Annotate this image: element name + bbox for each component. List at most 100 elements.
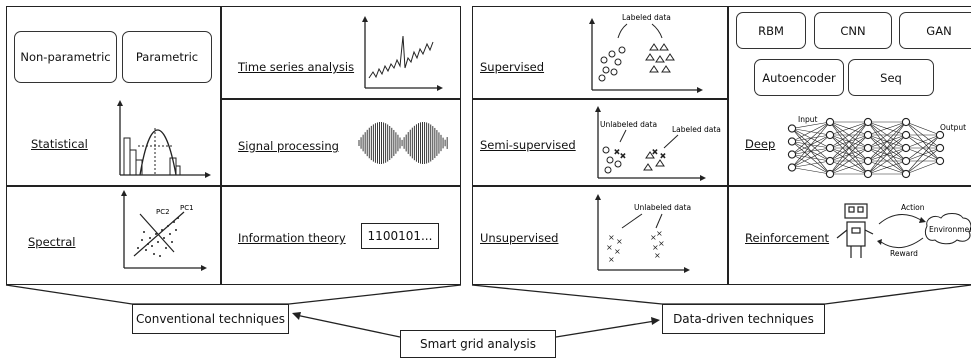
semi-labeled-note: Labeled data bbox=[672, 125, 721, 134]
nn-edge bbox=[791, 147, 831, 168]
svg-text:×: × bbox=[606, 243, 613, 252]
svg-text:×: × bbox=[658, 239, 665, 248]
nn-node bbox=[901, 130, 911, 140]
spectral-pca-icon: PC2 PC1 bbox=[121, 190, 207, 271]
supervised-scatter-icon: Labeled data bbox=[589, 13, 703, 93]
semi-supervised-label: Semi-supervised bbox=[480, 138, 576, 152]
nn-node bbox=[901, 169, 911, 179]
nn-edge bbox=[791, 121, 831, 142]
nn-edge bbox=[867, 121, 907, 175]
nn-edge bbox=[829, 160, 869, 175]
svg-text:×: × bbox=[616, 237, 623, 246]
nn-node bbox=[901, 156, 911, 166]
nn-edge bbox=[829, 134, 869, 175]
unsupervised-scatter-icon: Unlabeled data ×× ×× × ×× ×× × bbox=[595, 194, 691, 273]
nn-edge bbox=[791, 167, 831, 175]
nn-output-label: Output bbox=[940, 123, 966, 132]
nn-node bbox=[935, 130, 945, 140]
unsup-note: Unlabeled data bbox=[634, 203, 691, 212]
smart-grid-analysis-label: Smart grid analysis bbox=[400, 330, 556, 358]
svg-text:×: × bbox=[654, 251, 661, 260]
svg-text:PC1: PC1 bbox=[180, 204, 194, 212]
divider bbox=[6, 185, 220, 187]
nn-edge bbox=[867, 121, 907, 136]
nn-edge bbox=[867, 121, 907, 162]
nn-edge bbox=[867, 147, 907, 175]
statistical-label: Statistical bbox=[31, 137, 88, 151]
semi-supervised-scatter-icon: Unlabeled data Labeled data ×× ×× bbox=[595, 106, 721, 181]
nn-node bbox=[825, 143, 835, 153]
nn-edge bbox=[867, 160, 907, 175]
nn-edge bbox=[829, 121, 869, 162]
nn-edge bbox=[791, 121, 831, 129]
nn-node bbox=[901, 117, 911, 127]
parametric-box: Parametric bbox=[122, 31, 212, 83]
reinforcement-label: Reinforcement bbox=[745, 231, 830, 245]
svg-text:×: × bbox=[656, 229, 663, 238]
svg-text:×: × bbox=[608, 255, 615, 264]
nn-edge bbox=[905, 134, 941, 162]
supervised-note: Labeled data bbox=[622, 13, 671, 22]
rl-environment-label: Environment bbox=[929, 225, 971, 234]
divider bbox=[472, 98, 727, 100]
nn-edge bbox=[905, 134, 941, 175]
svg-text:×: × bbox=[652, 243, 659, 252]
nn-edge bbox=[791, 121, 831, 155]
nn-node bbox=[935, 156, 945, 166]
nn-node bbox=[787, 137, 797, 146]
time-series-label: Time series analysis bbox=[238, 60, 355, 74]
nn-node bbox=[787, 150, 797, 159]
svg-text:×: × bbox=[614, 247, 621, 256]
nn-node bbox=[863, 143, 873, 153]
info-bits-box: 1100101... bbox=[361, 223, 439, 249]
svg-text:PC2: PC2 bbox=[156, 208, 170, 216]
nn-node bbox=[825, 156, 835, 166]
nn-node bbox=[787, 163, 797, 172]
nn-input-label: Input bbox=[798, 115, 817, 124]
statistical-histogram-icon bbox=[117, 100, 211, 178]
gan-box: GAN bbox=[899, 12, 971, 49]
signal-waveform-icon bbox=[358, 122, 448, 164]
svg-text:×: × bbox=[620, 152, 626, 160]
nn-edge bbox=[791, 121, 831, 168]
nn-edge bbox=[905, 121, 941, 136]
svg-text:×: × bbox=[650, 233, 657, 242]
nn-node bbox=[825, 117, 835, 127]
nn-edge bbox=[867, 121, 907, 149]
datadriven-panel bbox=[472, 6, 971, 285]
unsupervised-label: Unsupervised bbox=[480, 231, 559, 245]
datadriven-techniques-label: Data-driven techniques bbox=[662, 304, 825, 334]
cnn-box: CNN bbox=[814, 12, 892, 49]
nn-edge bbox=[829, 121, 869, 149]
conventional-techniques-label: Conventional techniques bbox=[132, 304, 289, 334]
nn-node bbox=[901, 143, 911, 153]
non-parametric-box: Non-parametric bbox=[14, 31, 117, 83]
nn-node bbox=[863, 156, 873, 166]
autoencoder-box: Autoencoder bbox=[754, 59, 844, 96]
nn-edge bbox=[905, 160, 941, 175]
nn-edge bbox=[791, 134, 831, 168]
signal-processing-label: Signal processing bbox=[238, 139, 339, 153]
divider bbox=[220, 98, 461, 100]
robot-icon bbox=[836, 203, 874, 258]
nn-node bbox=[787, 124, 797, 133]
rl-reward-label: Reward bbox=[890, 249, 918, 258]
divider bbox=[220, 185, 461, 187]
nn-node bbox=[935, 143, 945, 153]
supervised-label: Supervised bbox=[480, 60, 545, 74]
semi-unlabeled-note: Unlabeled data bbox=[600, 120, 657, 129]
nn-node bbox=[863, 117, 873, 127]
divider bbox=[220, 6, 222, 285]
nn-node bbox=[863, 169, 873, 179]
nn-edge bbox=[829, 121, 869, 136]
nn-node bbox=[825, 130, 835, 140]
svg-text:×: × bbox=[608, 233, 615, 242]
divider bbox=[727, 6, 729, 285]
rbm-box: RBM bbox=[736, 12, 806, 49]
nn-edge bbox=[829, 121, 869, 175]
svg-text:×: × bbox=[652, 148, 658, 156]
reinforcement-loop-icon: Action Reward Environment bbox=[836, 203, 971, 258]
nn-edge bbox=[829, 147, 869, 175]
spectral-label: Spectral bbox=[28, 235, 76, 249]
divider bbox=[472, 185, 971, 187]
